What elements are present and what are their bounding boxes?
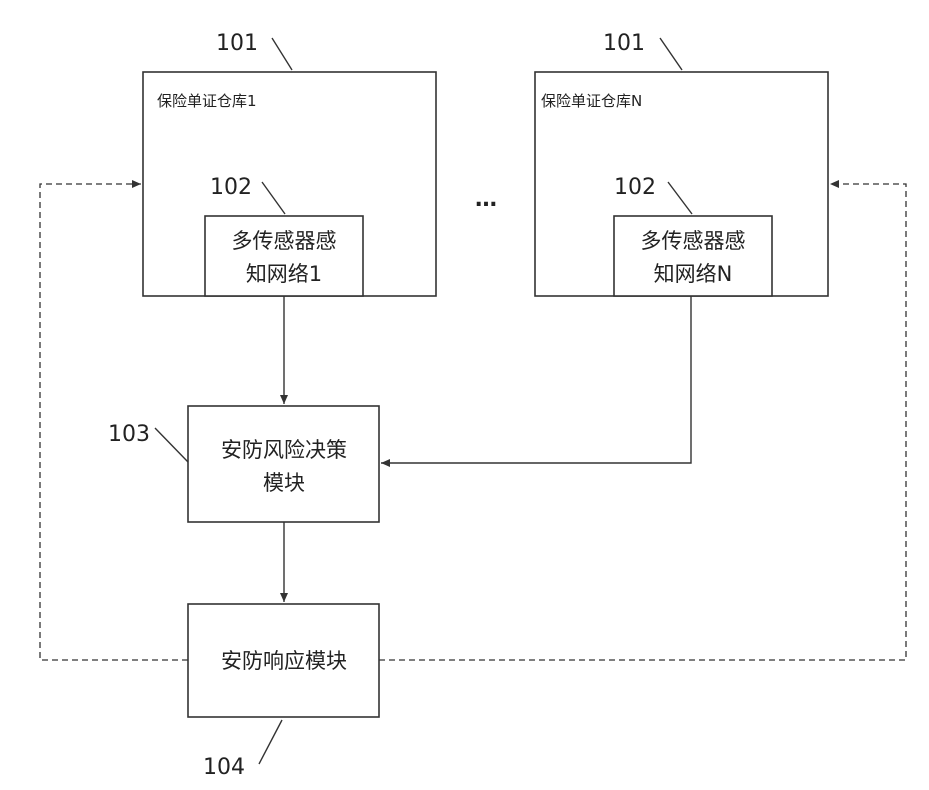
sensor-network-1-label-line2: 知网络1 <box>246 262 322 286</box>
warehouse-n-leader-line <box>660 38 682 70</box>
sensor-network-n: 多传感器感 知网络N 102 <box>614 175 772 296</box>
warehouse-1-leader-line <box>272 38 292 70</box>
response-module-ref-label: 104 <box>203 755 245 780</box>
response-module-leader-line <box>259 720 282 764</box>
decision-module-ref-label: 103 <box>108 422 150 447</box>
warehouse-1-ref-label: 101 <box>216 31 258 56</box>
sensor-n-to-decision-arrow <box>381 296 691 463</box>
ellipsis-more-warehouses: … <box>475 187 497 212</box>
sensor-network-n-ref-label: 102 <box>614 175 656 200</box>
warehouse-1-title: 保险单证仓库1 <box>157 92 257 110</box>
sensor-network-1: 多传感器感 知网络1 102 <box>205 175 363 296</box>
warehouse-n-ref-label: 101 <box>603 31 645 56</box>
sensor-network-1-leader-line <box>262 182 285 214</box>
decision-module-label-line2: 模块 <box>263 471 305 495</box>
response-module-label: 安防响应模块 <box>221 649 347 673</box>
sensor-network-n-label-line1: 多传感器感 <box>641 229 746 253</box>
decision-module-leader-line <box>155 428 188 462</box>
sensor-network-n-label-line2: 知网络N <box>654 262 733 286</box>
decision-module-box <box>188 406 379 522</box>
decision-module-label-line1: 安防风险决策 <box>221 438 347 462</box>
response-module: 安防响应模块 104 <box>188 604 379 780</box>
warehouse-n-title: 保险单证仓库N <box>541 92 642 110</box>
sensor-network-1-ref-label: 102 <box>210 175 252 200</box>
sensor-network-1-label-line1: 多传感器感 <box>232 229 337 253</box>
sensor-network-n-leader-line <box>668 182 692 214</box>
decision-module: 安防风险决策 模块 103 <box>108 406 379 522</box>
